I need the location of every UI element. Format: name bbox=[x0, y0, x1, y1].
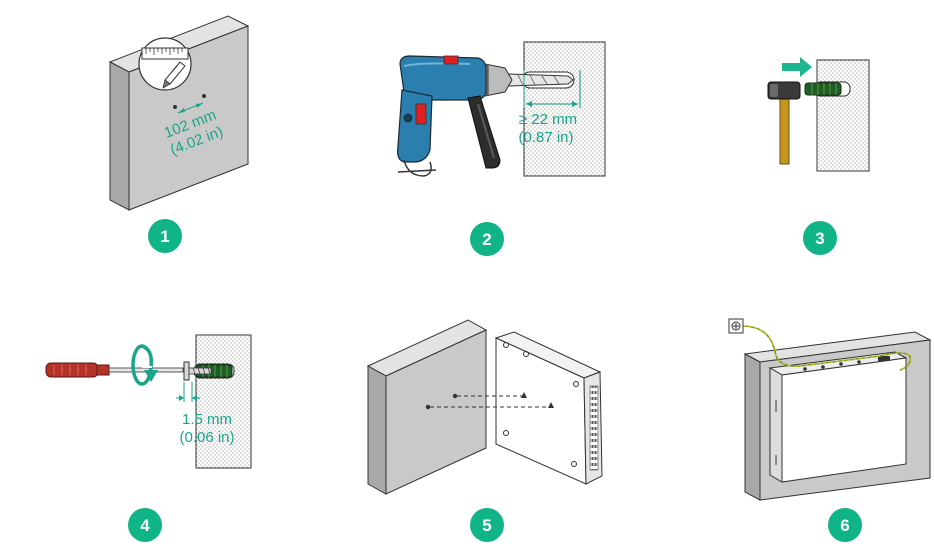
step-6: 6 bbox=[728, 318, 932, 542]
screw-point bbox=[452, 393, 458, 399]
anchor-icon bbox=[804, 82, 842, 96]
ground-cable bbox=[741, 325, 912, 371]
step-3-badge: 3 bbox=[803, 221, 837, 255]
device-icon bbox=[768, 351, 908, 483]
wall-section bbox=[816, 59, 870, 172]
step-2-dim-mm: ≥ 22 mm bbox=[519, 111, 577, 128]
step-4-dim-in: (0.06 in) bbox=[179, 429, 234, 446]
gap-dimension bbox=[176, 382, 200, 402]
step-4-dim-mm: 1.5 mm bbox=[182, 411, 232, 428]
mark-hole-left bbox=[173, 105, 177, 109]
rotate-arrow-icon bbox=[131, 344, 158, 386]
step-3: 3 bbox=[767, 57, 870, 255]
pencil-icon bbox=[162, 61, 186, 89]
step-4: 1.5 mm (0.06 in) 4 bbox=[45, 334, 252, 542]
screwdriver-icon bbox=[45, 362, 184, 378]
push-arrow-icon bbox=[782, 57, 812, 77]
ground-icon bbox=[728, 318, 744, 334]
wall-block bbox=[366, 319, 488, 495]
hammer-icon bbox=[767, 81, 801, 165]
step-6-number: 6 bbox=[840, 516, 849, 535]
step-1-badge: 1 bbox=[148, 219, 182, 253]
ruler-icon bbox=[141, 47, 189, 60]
magnifier-callout bbox=[138, 37, 192, 91]
screw-icon bbox=[183, 361, 212, 381]
step-5: 5 bbox=[366, 319, 603, 542]
step-4-number: 4 bbox=[140, 516, 150, 535]
step-1-number: 1 bbox=[160, 227, 169, 246]
step-4-badge: 4 bbox=[128, 508, 162, 542]
step-2: ≥ 22 mm (0.87 in) 2 bbox=[397, 41, 606, 256]
step-3-number: 3 bbox=[815, 229, 824, 248]
screw-point bbox=[425, 404, 431, 410]
step-2-number: 2 bbox=[482, 230, 491, 249]
device-icon bbox=[494, 331, 603, 485]
wall-section bbox=[523, 41, 606, 177]
step-5-number: 5 bbox=[482, 516, 491, 535]
step-6-badge: 6 bbox=[828, 508, 862, 542]
step-2-dim-in: (0.87 in) bbox=[518, 129, 573, 146]
step-1: 102 mm (4.02 in) bbox=[108, 15, 250, 253]
mark-hole-right bbox=[202, 94, 206, 98]
dimension-arrow bbox=[177, 102, 204, 114]
step-5-badge: 5 bbox=[470, 508, 504, 542]
step-2-badge: 2 bbox=[470, 222, 504, 256]
wall-section bbox=[195, 334, 252, 469]
depth-dimension bbox=[523, 70, 581, 108]
